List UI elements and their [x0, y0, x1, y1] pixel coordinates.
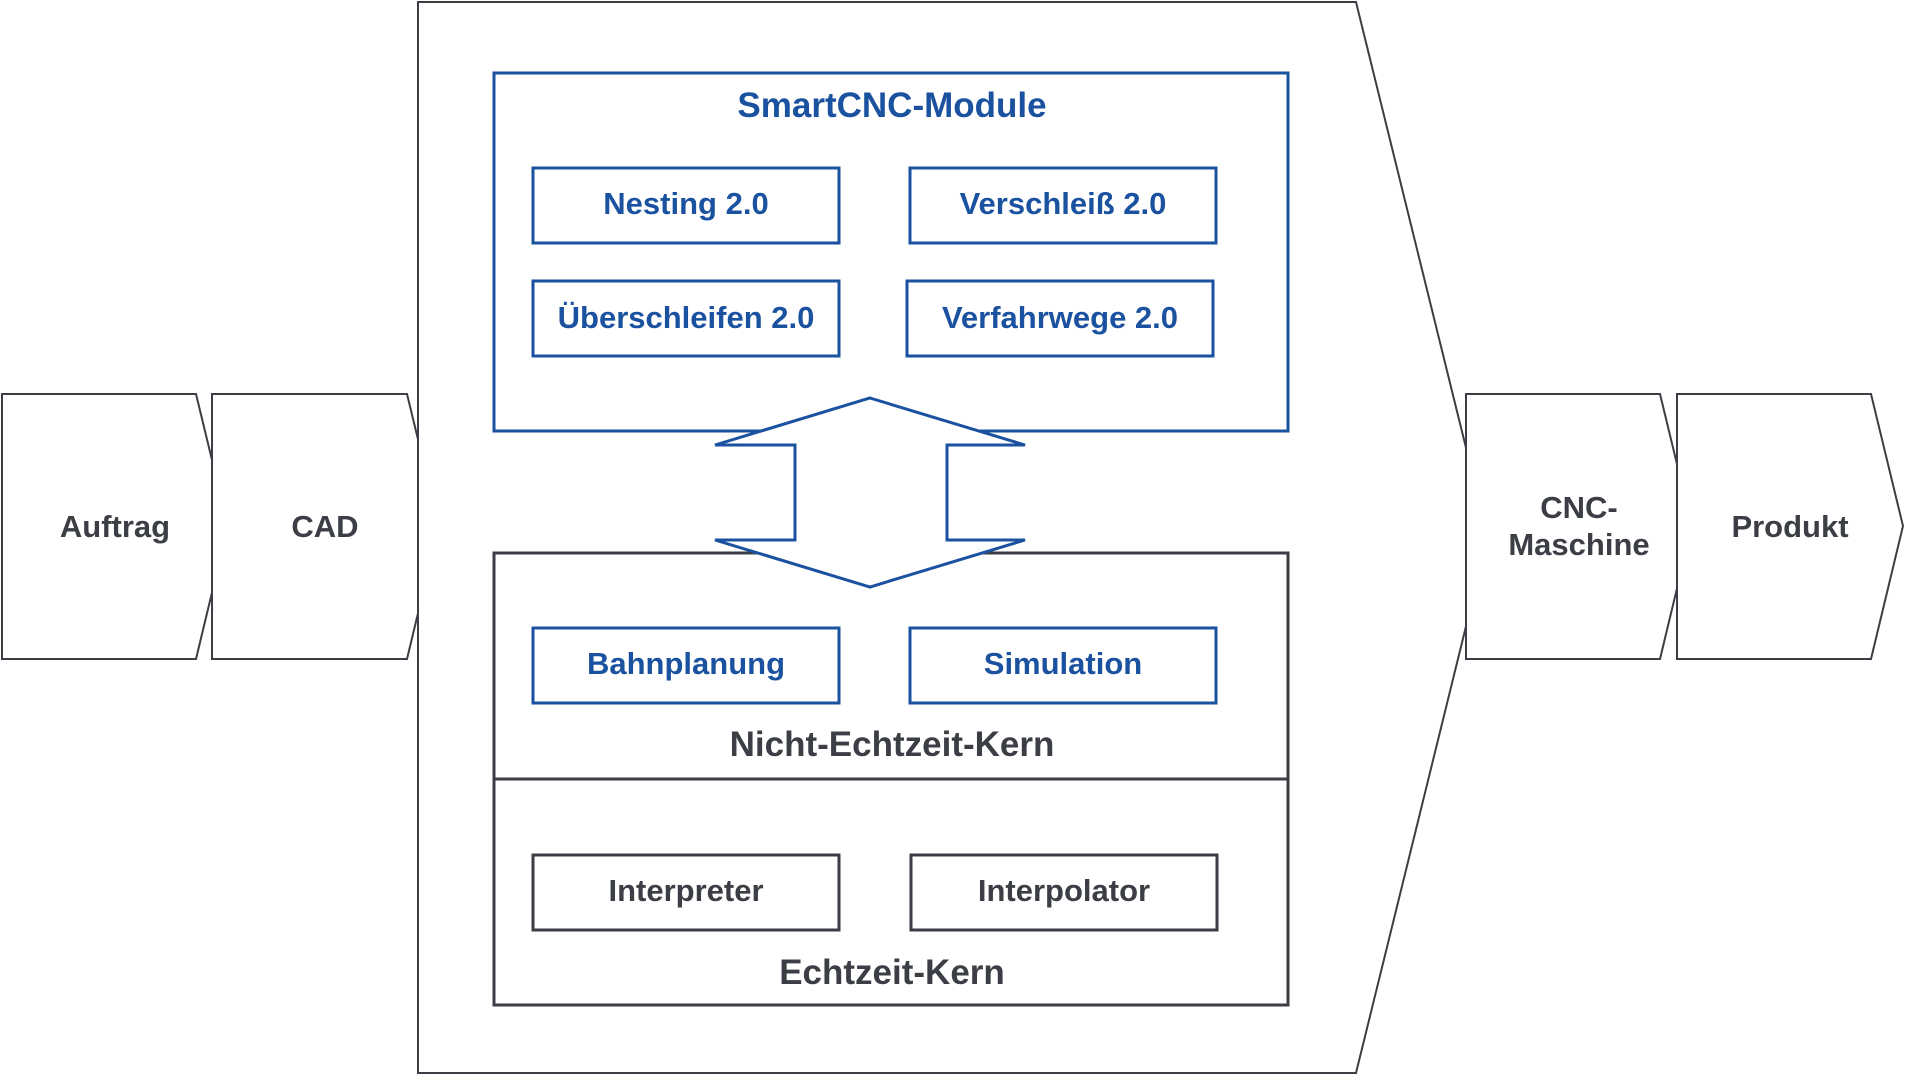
nicht-echtzeit-kern-title: Nicht-Echtzeit-Kern	[730, 725, 1055, 764]
module-verfahrwege-box	[905, 279, 1215, 358]
process-step-produkt-label: Produkt	[1731, 509, 1848, 544]
module-verfahrwege-label: Verfahrwege 2.0	[942, 300, 1178, 335]
echtzeit-kern-title: Echtzeit-Kern	[779, 953, 1005, 992]
process-step-auftrag: Auftrag	[1, 393, 230, 660]
module-verschleiss-label: Verschleiß 2.0	[960, 186, 1167, 221]
module-verschleiss-box	[908, 166, 1218, 245]
interpreter-box	[531, 853, 841, 932]
module-ueberschleifen-label: Überschleifen 2.0	[558, 300, 815, 335]
smartcnc-module-group: SmartCNC-Module Nesting 2.0 Verschleiß 2…	[492, 71, 1290, 433]
bahnplanung-label: Bahnplanung	[587, 646, 785, 681]
module-nesting-box	[531, 166, 841, 245]
process-step-produkt: Produkt	[1676, 393, 1905, 660]
interpreter-label: Interpreter	[608, 873, 763, 908]
interpolator-label: Interpolator	[978, 873, 1150, 908]
process-step-cnc-label-line1: CNC-	[1540, 490, 1618, 525]
process-step-cad-label: CAD	[291, 509, 358, 544]
bahnplanung-box	[531, 626, 841, 705]
core-group: Bahnplanung Simulation Nicht-Echtzeit-Ke…	[492, 551, 1290, 1007]
double-arrow-icon	[714, 396, 1026, 589]
process-step-cnc-label-line2: Maschine	[1508, 527, 1649, 562]
module-ueberschleifen-box	[531, 279, 841, 358]
process-step-cnc-maschine: CNC- Maschine	[1465, 393, 1694, 660]
simulation-label: Simulation	[984, 646, 1142, 681]
smartcnc-title: SmartCNC-Module	[737, 86, 1046, 125]
process-step-cad: CAD	[211, 393, 441, 660]
simulation-box	[908, 626, 1218, 705]
smartcnc-module-box	[492, 71, 1290, 433]
process-step-auftrag-label: Auftrag	[60, 509, 170, 544]
module-nesting-label: Nesting 2.0	[603, 186, 768, 221]
interpolator-box	[909, 853, 1219, 932]
